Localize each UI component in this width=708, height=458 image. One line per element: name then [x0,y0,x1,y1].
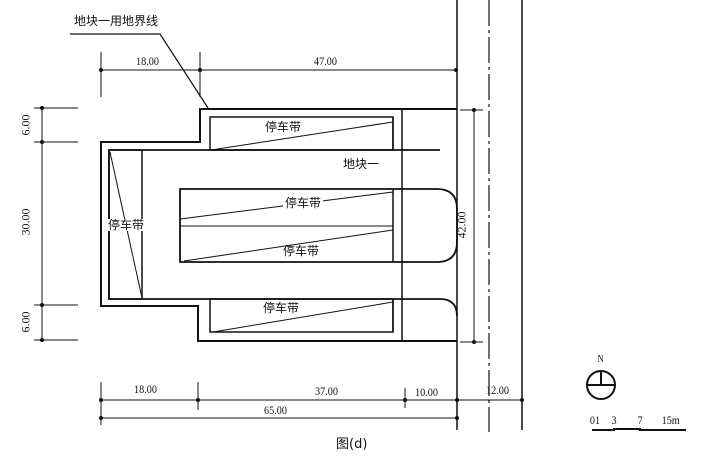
boundary-label: 地块一用地界线 [74,14,159,28]
scale-label-15: 15m [661,413,680,427]
parcel-label: 地块一 [343,157,380,171]
dim-right-42: 42.00 [454,211,469,239]
dim-bottom-37: 37.00 [315,384,338,398]
parking-top-diagonal [210,121,394,151]
parking-label-bottom: 停车带 [263,301,300,315]
scale-label-0: 01 [589,413,601,427]
parking-label-center-upper: 停车带 [283,196,324,210]
right-dimension-line [460,108,483,344]
scale-bar [592,428,686,431]
dim-top-47: 47.00 [314,54,337,68]
dim-left-6-top: 6.00 [18,114,33,136]
parking-label-center-lower: 停车带 [283,244,320,258]
boundary-leader-line [70,33,209,109]
parking-top [209,116,394,151]
parking-label-left: 停车带 [108,218,145,232]
dim-bottom-18: 18.00 [134,382,157,396]
dim-top-18: 18.00 [136,54,159,68]
parcel-boundary [100,108,457,342]
scale-label-7: 7 [637,413,643,427]
parking-label-top: 停车带 [265,120,302,134]
parking-bottom-diagonal [212,301,394,333]
dim-left-30: 30.00 [18,208,33,236]
north-label: N [597,354,604,365]
figure-caption: 图(d) [336,437,368,452]
dim-bottom-12: 12.00 [486,383,509,397]
inner-road-edge [108,149,440,300]
left-dimension-line [34,106,78,342]
north-arrow-icon [586,370,616,400]
top-dimension-line [99,52,458,97]
bottom-dimension-line [99,382,524,425]
dim-bottom-10: 10.00 [415,385,438,399]
scale-label-3: 3 [611,413,617,427]
center-parking-diagonal-2 [183,229,394,262]
dim-bottom-65: 65.00 [264,403,287,417]
dim-left-6-bottom: 6.00 [18,311,33,333]
parking-bottom [209,298,394,333]
